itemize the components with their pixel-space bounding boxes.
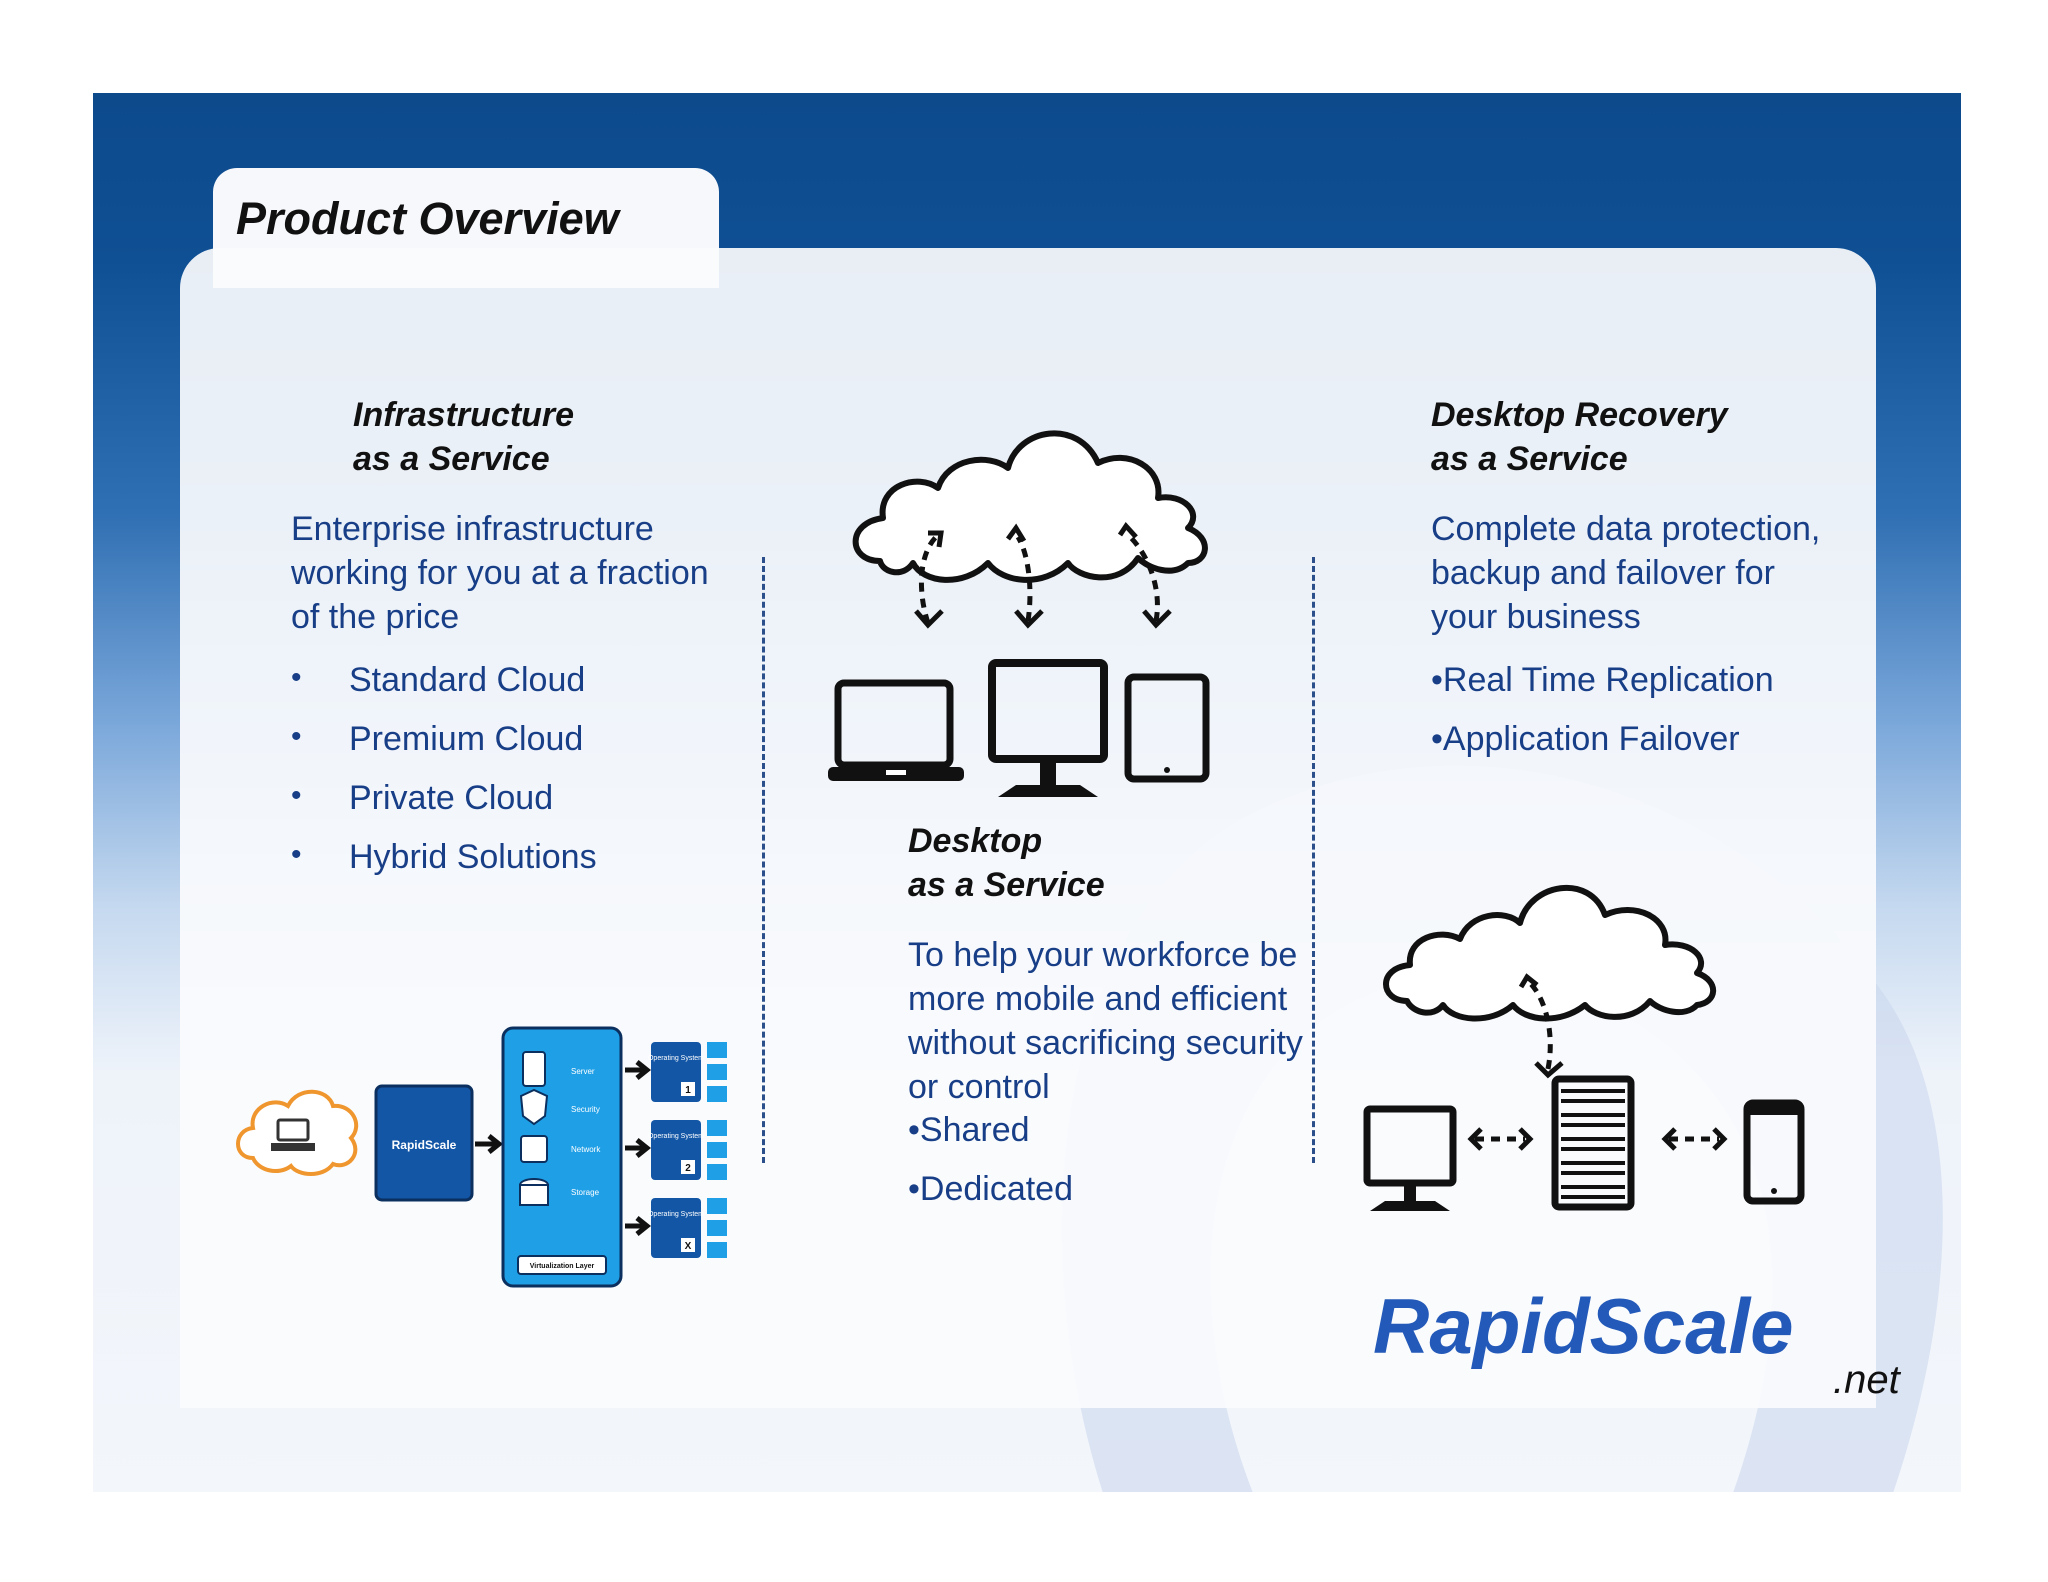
os-number: X bbox=[685, 1241, 692, 1252]
iaas-item-private-cloud: Private Cloud bbox=[349, 779, 554, 817]
draas-illustration bbox=[1363, 884, 1805, 1211]
page-title: Product Overview bbox=[236, 193, 619, 244]
draas-list: •Real Time Replication •Application Fail… bbox=[1431, 661, 1774, 779]
cloud-icon bbox=[1383, 884, 1717, 1022]
draas-item-application-failover: •Application Failover bbox=[1431, 720, 1740, 758]
os-number: 1 bbox=[685, 1085, 691, 1096]
os-label: Operating System bbox=[648, 1211, 704, 1218]
phone-icon bbox=[1743, 1099, 1805, 1205]
logo-suffix: .net bbox=[1833, 1358, 1902, 1402]
bullet-marker: • bbox=[291, 779, 302, 812]
iaas-list: • Standard Cloud • Premium Cloud • Private … bbox=[291, 661, 597, 897]
bullet-marker: • bbox=[291, 720, 302, 753]
layer-label-network: Network bbox=[571, 1145, 601, 1154]
bullet-marker: • bbox=[291, 838, 302, 871]
rapidscale-logo: RapidScale .net bbox=[1373, 1282, 1902, 1402]
daas-list: •Shared •Dedicated bbox=[908, 1111, 1073, 1229]
layer-label-server: Server bbox=[571, 1067, 595, 1076]
rapidscale-block: RapidScale bbox=[374, 1084, 474, 1202]
server-icon bbox=[1551, 1075, 1635, 1211]
tablet-icon bbox=[1124, 673, 1210, 783]
list-item: • Private Cloud bbox=[291, 779, 597, 838]
logo-brand: RapidScale bbox=[1373, 1282, 1794, 1370]
bullet-marker: • bbox=[291, 661, 302, 694]
iaas-description: Enterprise infrastructure working for yo… bbox=[291, 510, 709, 636]
iaas-architecture-diagram: RapidScale Server Security Network Stora… bbox=[236, 1026, 727, 1288]
rapidscale-label: RapidScale bbox=[392, 1138, 457, 1152]
sync-arrow-icon bbox=[1467, 1127, 1728, 1151]
slide-background: Product Overview Infrastructure as a Ser… bbox=[93, 93, 1961, 1492]
os-stack-2: Operating System 2 bbox=[648, 1120, 727, 1180]
sync-arrow-icon bbox=[1528, 981, 1553, 1070]
daas-heading: Desktop as a Service bbox=[908, 822, 1105, 904]
iaas-item-standard-cloud: Standard Cloud bbox=[349, 661, 586, 699]
network-icon bbox=[520, 1135, 548, 1163]
server-icon bbox=[522, 1051, 546, 1087]
virtualization-layer-label: Virtualization Layer bbox=[530, 1263, 595, 1270]
layer-label-security: Security bbox=[571, 1105, 600, 1114]
os-stack-1: Operating System 1 bbox=[648, 1042, 727, 1102]
draas-item-real-time-replication: •Real Time Replication bbox=[1431, 661, 1774, 699]
shield-icon bbox=[519, 1088, 549, 1126]
cloud-icon bbox=[236, 1089, 359, 1176]
os-stack-x: Operating System X bbox=[648, 1198, 727, 1258]
os-number: 2 bbox=[685, 1163, 691, 1174]
laptop-icon bbox=[828, 679, 964, 781]
os-label: Operating System bbox=[648, 1055, 704, 1062]
column-divider-right bbox=[1312, 557, 1315, 1163]
cloud-icon bbox=[852, 430, 1208, 583]
daas-illustration bbox=[828, 430, 1210, 797]
column-divider-left bbox=[762, 557, 765, 1163]
draas-description: Complete data protection, backup and fai… bbox=[1431, 510, 1821, 636]
list-item: • Hybrid Solutions bbox=[291, 838, 597, 897]
iaas-item-premium-cloud: Premium Cloud bbox=[349, 720, 584, 758]
daas-item-shared: •Shared bbox=[908, 1111, 1030, 1149]
desktop-icon bbox=[988, 659, 1108, 797]
iaas-heading: Infrastructure as a Service bbox=[353, 396, 575, 478]
os-label: Operating System bbox=[648, 1133, 704, 1140]
daas-description: To help your workforce be more mobile an… bbox=[908, 936, 1303, 1106]
list-item: • Premium Cloud bbox=[291, 720, 597, 779]
sync-arrow-icon bbox=[918, 533, 1160, 624]
list-item: • Standard Cloud bbox=[291, 661, 597, 720]
virtualization-block: Server Security Network Storage Virtuali… bbox=[501, 1026, 623, 1288]
draas-heading: Desktop Recovery as a Service bbox=[1431, 396, 1728, 478]
desktop-icon bbox=[1363, 1105, 1457, 1211]
layer-label-storage: Storage bbox=[571, 1188, 600, 1197]
iaas-item-hybrid-solutions: Hybrid Solutions bbox=[349, 838, 597, 876]
daas-item-dedicated: •Dedicated bbox=[908, 1170, 1074, 1208]
